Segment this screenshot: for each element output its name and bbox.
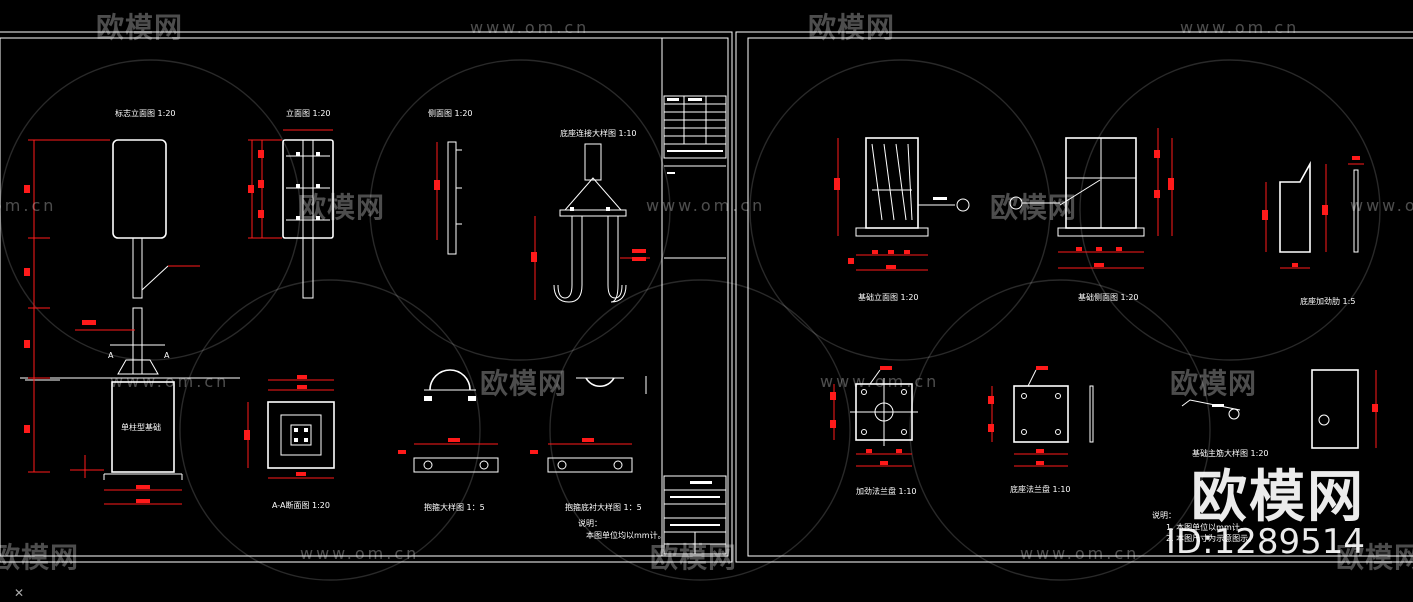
right-sheet-frame: [735, 31, 1413, 563]
title-aa-section: A-A断面图 1:20: [272, 500, 330, 510]
base-plate: [988, 366, 1094, 467]
rebar-detail: [1181, 369, 1378, 449]
title-flange-plate: 加劲法兰盘 1:10: [856, 486, 917, 496]
title-foundation-elevation: 基础立面图 1:20: [858, 292, 919, 302]
title-base-plate: 底座法兰盘 1:10: [1010, 484, 1071, 494]
title-anchor-detail: 底座连接大样图 1:10: [560, 128, 637, 138]
brand-id: ID:1289514: [1165, 522, 1365, 562]
brand-logo: 欧模网: [1191, 465, 1365, 530]
right-notes-line2: 2. 本图尺寸为示意图示。: [1166, 533, 1256, 543]
title-block: [663, 95, 727, 555]
title-front-view: 立面图 1:20: [286, 108, 331, 118]
left-notes-line1: 本图单位均以mm计。: [586, 530, 666, 540]
right-notes-line1: 1. 本图单位以mm计。: [1166, 522, 1248, 532]
sign-elevation: A A: [20, 139, 240, 505]
foundation-side: [1009, 128, 1174, 269]
close-icon[interactable]: ✕: [14, 586, 25, 600]
hoop-detail: [398, 369, 647, 473]
flange-plate: [830, 366, 918, 467]
side-view: [434, 141, 462, 255]
left-notes-title: 说明：: [578, 518, 602, 528]
right-notes-title: 说明：: [1152, 510, 1176, 520]
title-rebar-detail: 基础主筋大样图 1:20: [1192, 448, 1269, 458]
foundation-elevation: [834, 137, 970, 271]
watermark-circles: [0, 59, 1381, 581]
aa-section: [244, 375, 335, 479]
left-sheet-frame: [0, 31, 733, 563]
title-foundation-side: 基础侧面图 1:20: [1078, 292, 1139, 302]
title-side-view: 侧面图 1:20: [428, 108, 473, 118]
svg-text:A: A: [108, 351, 114, 360]
title-hoop-detail: 抱箍大样图 1：5: [424, 502, 485, 512]
title-sign-elevation: 标志立面图 1:20: [115, 108, 176, 118]
front-view: [248, 129, 334, 299]
svg-text:A: A: [164, 351, 170, 360]
title-hoop-bottom: 抱箍底衬大样图 1：5: [565, 502, 642, 512]
anchor-detail: [531, 143, 650, 303]
title-rib-plate: 底座加劲肋 1:5: [1300, 296, 1355, 306]
foundation-label: 单柱型基础: [121, 422, 161, 432]
rib-plate: [1262, 156, 1364, 269]
